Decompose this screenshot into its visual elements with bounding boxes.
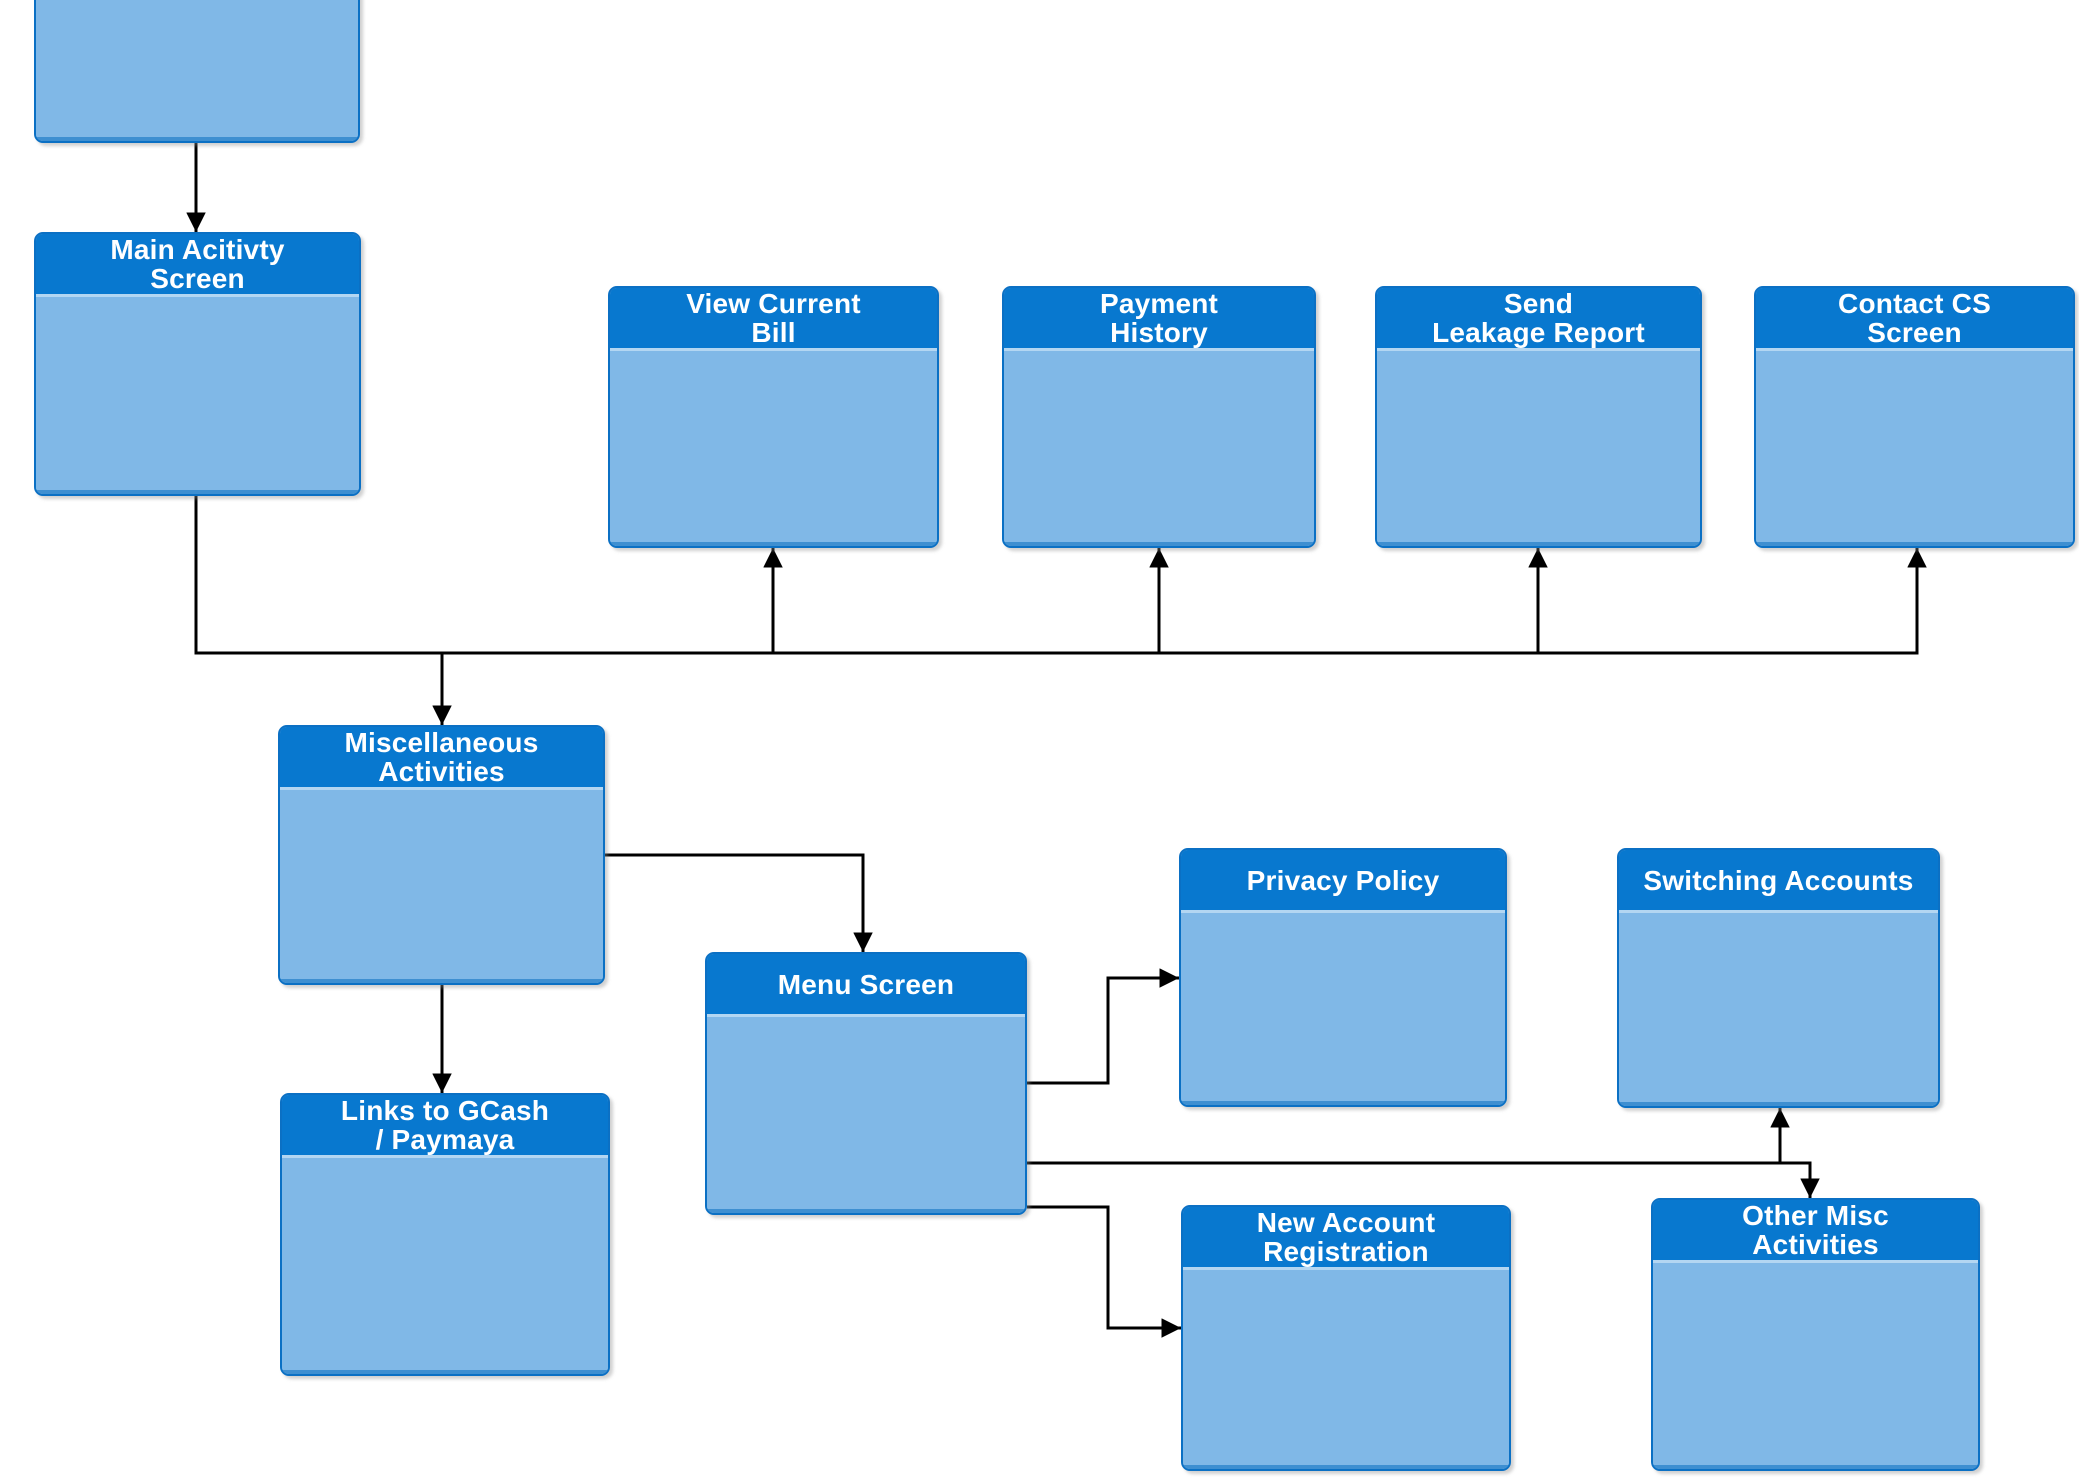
node-body-send-leakage-report [1377, 348, 1700, 546]
node-label-line: Switching Accounts [1643, 864, 1914, 896]
node-switching-accounts: Switching Accounts [1617, 848, 1940, 1108]
node-label-line: Activities [1752, 1229, 1879, 1260]
node-label-line: Payment [1099, 288, 1219, 319]
node-header-privacy-policy: Privacy Policy [1181, 850, 1505, 910]
node-body-payment-history [1004, 348, 1314, 546]
node-label-line: Other Misc [1742, 1200, 1889, 1231]
node-label-line: Bill [751, 317, 796, 348]
node-body-miscellaneous-activities [280, 787, 603, 983]
edge-menu-screen-to-switching-accounts [1027, 1108, 1790, 1165]
node-body-privacy-policy [1181, 910, 1505, 1105]
node-body-screen-top-partial [36, 0, 358, 141]
node-privacy-policy: Privacy Policy [1179, 848, 1507, 1107]
node-body-main-activity-screen [36, 294, 359, 494]
node-label-line: Privacy Policy [1246, 864, 1440, 896]
edge-menu-screen-to-other-misc-activities [1027, 1161, 1820, 1198]
edge-menu-screen-to-privacy-policy [1027, 968, 1179, 1085]
node-label-line: Registration [1263, 1236, 1429, 1267]
node-menu-screen: Menu Screen [705, 952, 1027, 1215]
edge-main-activity-screen-to-miscellaneous-activities [194, 496, 452, 725]
node-label-line: Miscellaneous [344, 727, 539, 758]
node-body-menu-screen [707, 1014, 1025, 1213]
node-header-menu-screen: Menu Screen [707, 954, 1025, 1014]
node-label-line: New Account [1256, 1207, 1436, 1238]
node-label-line: History [1110, 317, 1208, 348]
node-body-new-account-registration [1183, 1267, 1509, 1469]
node-body-switching-accounts [1619, 910, 1938, 1106]
node-label-line: Leakage Report [1432, 317, 1645, 348]
node-label-line: / Paymaya [375, 1124, 515, 1155]
node-body-contact-cs-screen [1756, 348, 2073, 546]
node-label-line: Menu Screen [777, 968, 955, 1000]
node-label-line: Links to GCash [340, 1095, 550, 1126]
node-label-line: Screen [1867, 317, 1962, 348]
node-label-line: Main Acitivty [110, 234, 285, 265]
node-label-line: Send [1503, 288, 1574, 319]
node-label-line: Activities [378, 756, 505, 787]
node-header-links-to-gcash-paymaya: Links to GCash/ Paymaya [282, 1095, 608, 1155]
node-label-line: View Current [686, 288, 861, 319]
node-label-line: Screen [150, 263, 245, 294]
node-body-other-misc-activities [1653, 1260, 1978, 1469]
node-label-line: Contact CS [1838, 288, 1991, 319]
edge-miscellaneous-activities-to-menu-screen [605, 853, 873, 952]
node-links-to-gcash-paymaya: Links to GCash/ Paymaya [280, 1093, 610, 1376]
node-header-switching-accounts: Switching Accounts [1619, 850, 1938, 910]
node-body-links-to-gcash-paymaya [282, 1155, 608, 1374]
edge-menu-screen-to-new-account-registration [1027, 1205, 1181, 1338]
node-body-view-current-bill [610, 348, 937, 546]
node-screen-top-partial [34, 0, 360, 143]
